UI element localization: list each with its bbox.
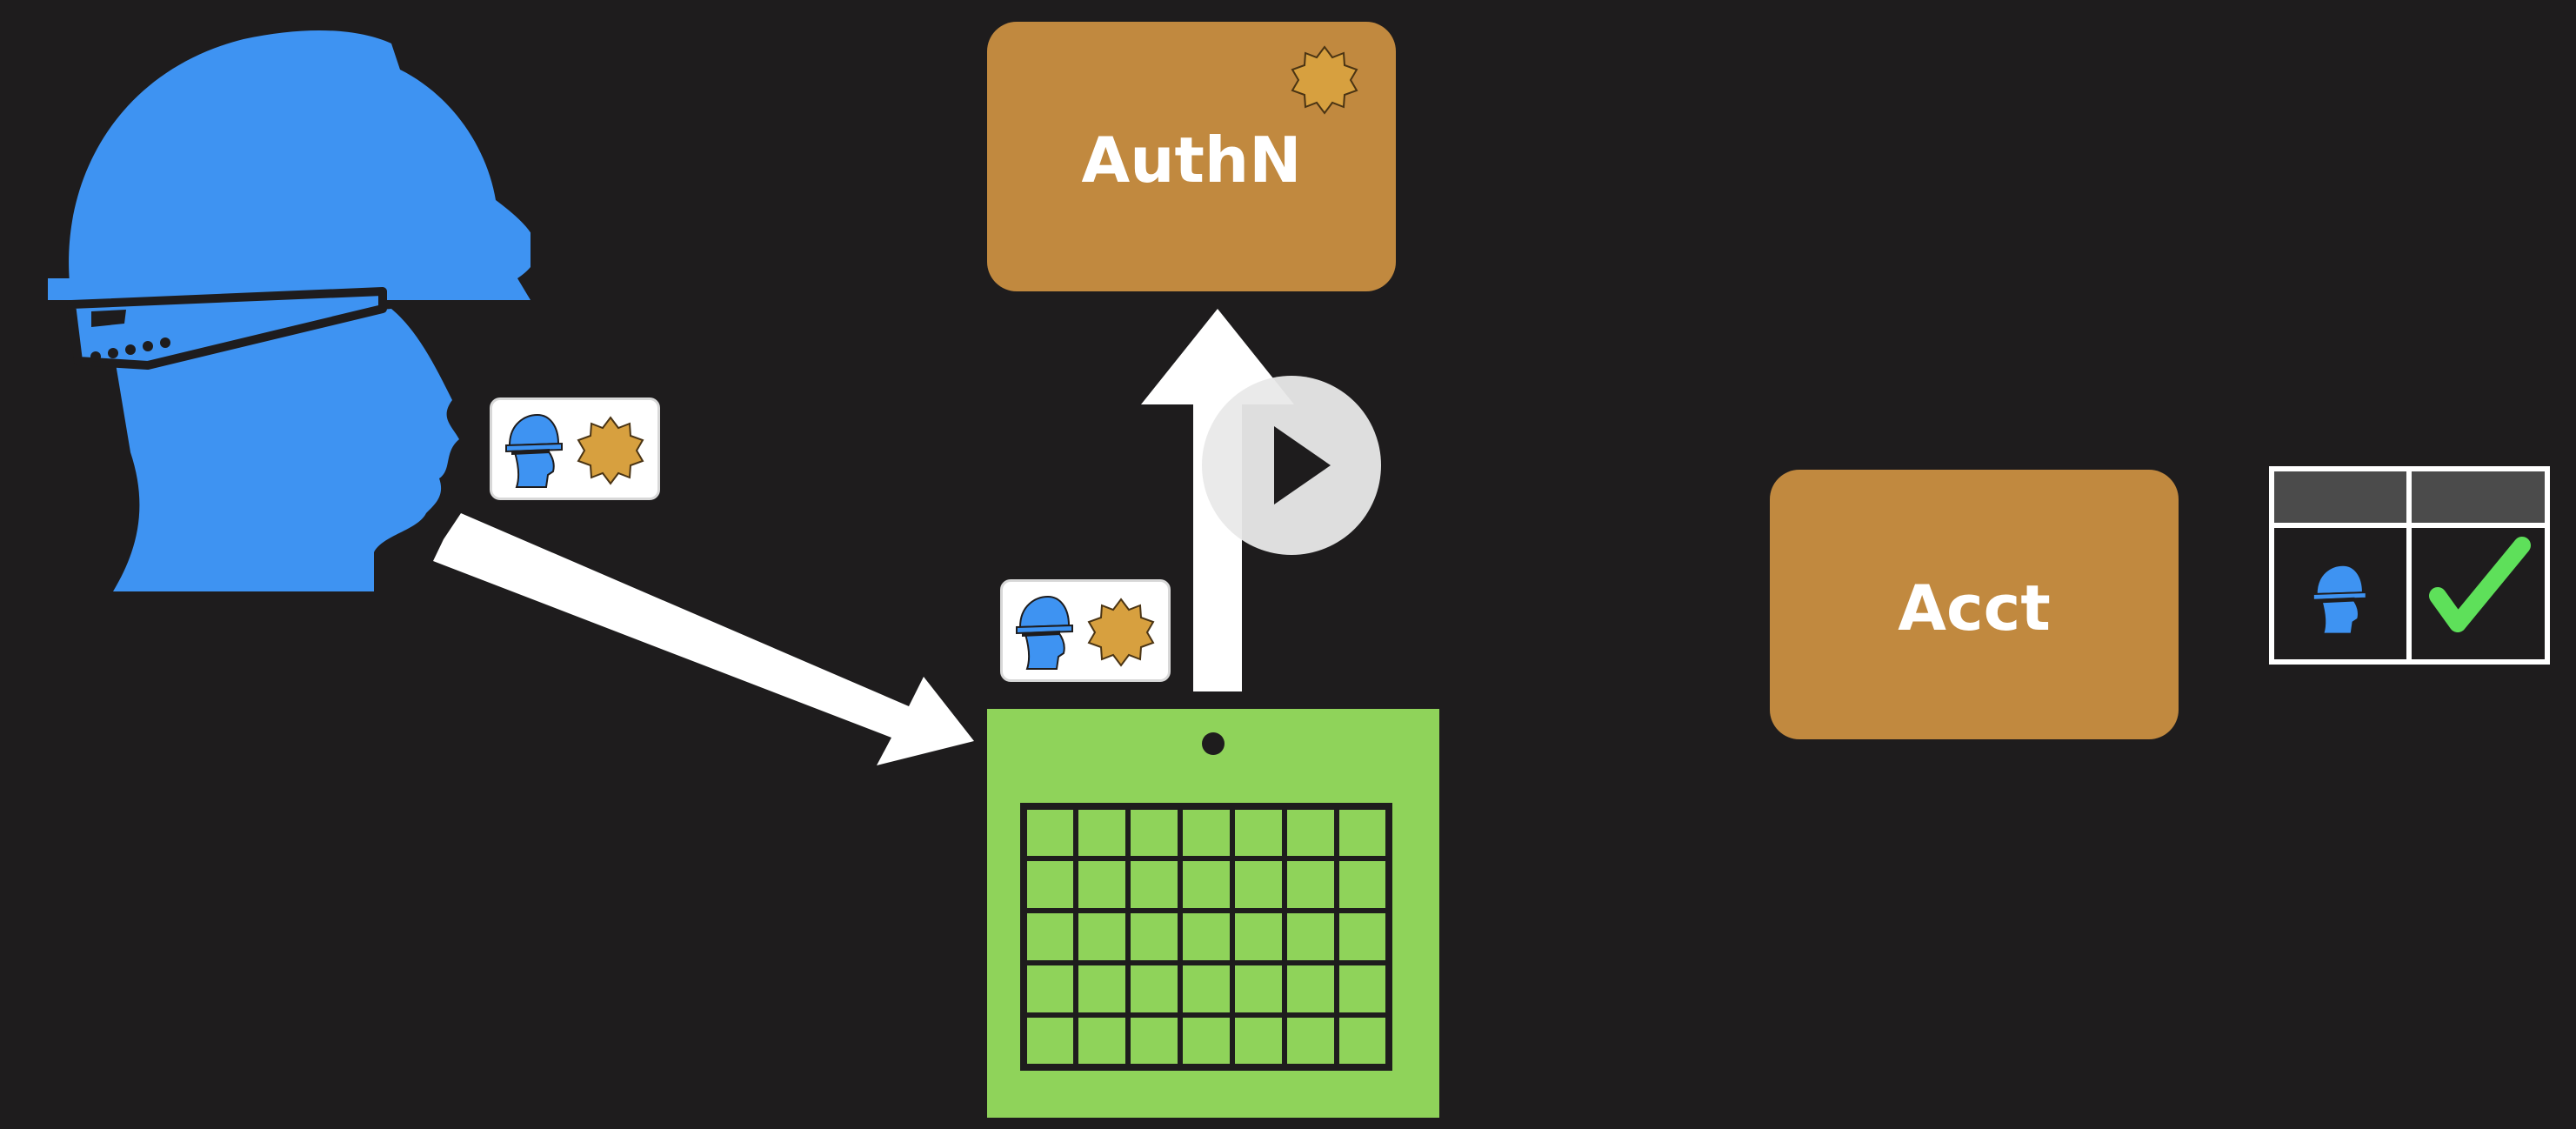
acct-service-box: Acct xyxy=(1770,470,2179,739)
arrow-user-to-device xyxy=(433,513,974,765)
authn-seal-icon xyxy=(1291,45,1358,115)
mini-hardhat-head-icon xyxy=(1016,595,1073,670)
user-hardhat-head-icon xyxy=(48,30,531,591)
seal-icon xyxy=(1087,598,1155,667)
grid-device-icon xyxy=(987,709,1439,1118)
device-grid xyxy=(1020,803,1392,1071)
table-hardhat-head-icon xyxy=(2312,564,2367,635)
account-table xyxy=(2269,466,2550,665)
play-button[interactable] xyxy=(1200,374,1383,557)
credential-badge-user xyxy=(490,397,660,500)
check-icon xyxy=(2429,537,2531,632)
play-icon xyxy=(1274,426,1331,504)
credential-badge-device xyxy=(1000,579,1171,682)
acct-label: Acct xyxy=(1898,571,2051,645)
seal-icon xyxy=(577,416,644,485)
device-grid-frame xyxy=(1020,803,1392,1071)
authn-label: AuthN xyxy=(1081,124,1302,197)
mini-hardhat-head-icon xyxy=(505,413,563,488)
